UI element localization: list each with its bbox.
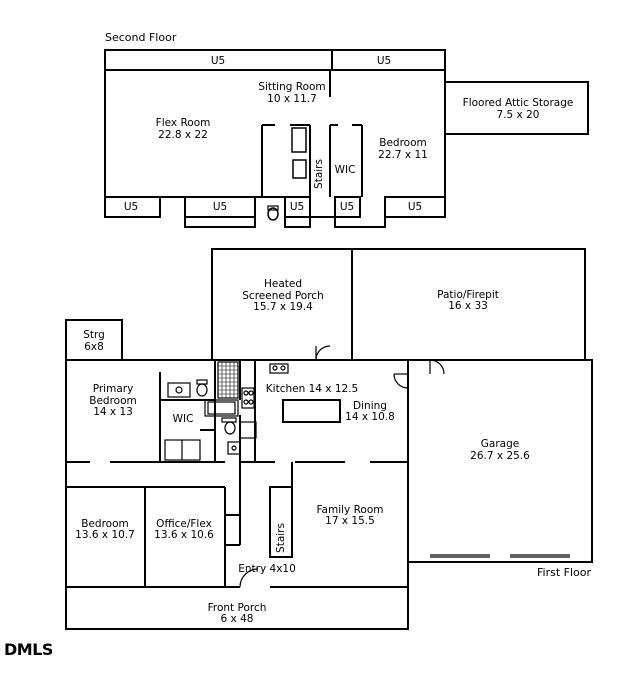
bedroom-lower-name: Bedroom bbox=[81, 518, 129, 530]
sitting-room-dims: 10 x 11.7 bbox=[267, 93, 317, 105]
second-floor-caption: Second Floor bbox=[105, 31, 177, 44]
u5-bottom-4-label: U5 bbox=[339, 201, 355, 213]
patio-name: Patio/Firepit bbox=[437, 289, 499, 301]
primary-bedroom-line2: Bedroom bbox=[89, 395, 137, 407]
front-porch-dims: 6 x 48 bbox=[220, 613, 254, 625]
office-flex-name: Office/Flex bbox=[156, 518, 212, 530]
u5-top-left-label: U5 bbox=[210, 55, 226, 67]
primary-bedroom-dims: 14 x 13 bbox=[93, 406, 133, 418]
family-room-dims: 17 x 15.5 bbox=[325, 515, 375, 527]
first-floor-caption: First Floor bbox=[537, 566, 592, 579]
office-flex-dims: 13.6 x 10.6 bbox=[154, 529, 214, 541]
garage-name: Garage bbox=[480, 438, 520, 450]
u5-bottom-2-label: U5 bbox=[212, 201, 228, 213]
flex-room-dims: 22.8 x 22 bbox=[158, 129, 208, 141]
stairs-lower-label: Stairs bbox=[275, 523, 287, 553]
u5-bottom-1-label: U5 bbox=[123, 201, 139, 213]
entry-label: Entry 4x10 bbox=[238, 563, 296, 575]
u5-top-band bbox=[104, 49, 446, 71]
primary-bedroom-line1: Primary bbox=[92, 383, 134, 395]
wic-upper-label: WIC bbox=[334, 164, 356, 176]
bedroom-upper-dims: 22.7 x 11 bbox=[378, 149, 428, 161]
attic-storage-dims: 7.5 x 20 bbox=[496, 109, 540, 121]
stairs-upper-label: Stairs bbox=[313, 159, 325, 189]
dining-name: Dining bbox=[353, 400, 387, 412]
sitting-room-name: Sitting Room bbox=[258, 81, 326, 93]
attic-storage-name: Floored Attic Storage bbox=[462, 97, 574, 109]
u5-bottom-3-label: U5 bbox=[289, 201, 305, 213]
storage-name: Strg bbox=[83, 329, 105, 341]
dmls-watermark-logo: DMLS bbox=[4, 640, 53, 659]
garage-dims: 26.7 x 25.6 bbox=[470, 450, 530, 462]
bedroom-lower-dims: 13.6 x 10.7 bbox=[75, 529, 135, 541]
patio-dims: 16 x 33 bbox=[448, 300, 488, 312]
family-room-name: Family Room bbox=[316, 504, 384, 516]
screened-porch-line1: Heated bbox=[263, 278, 303, 290]
dining-dims: 14 x 10.8 bbox=[345, 411, 395, 423]
bedroom-upper-name: Bedroom bbox=[379, 137, 427, 149]
front-porch-name: Front Porch bbox=[207, 602, 267, 614]
flex-room-name: Flex Room bbox=[155, 117, 211, 129]
u5-top-right-label: U5 bbox=[376, 55, 392, 67]
screened-porch-line2: Screened Porch bbox=[242, 290, 324, 302]
wic-lower-label: WIC bbox=[172, 413, 194, 425]
storage-dims: 6x8 bbox=[84, 341, 104, 353]
u5-bottom-5-label: U5 bbox=[407, 201, 423, 213]
kitchen-label: Kitchen 14 x 12.5 bbox=[265, 383, 359, 395]
screened-porch-dims: 15.7 x 19.4 bbox=[253, 301, 313, 313]
